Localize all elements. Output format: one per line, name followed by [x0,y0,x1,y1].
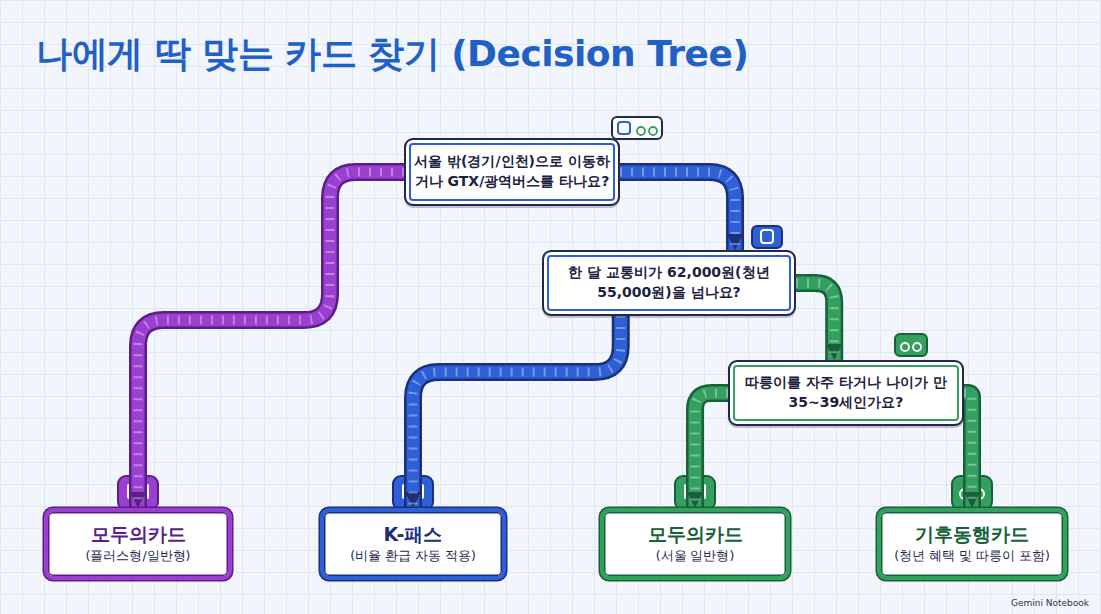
result-card-box: 모두의카드(서울 일반형) [600,508,790,580]
question-text: 서울 밖(경기/인천)으로 이동하거나 GTX/광역버스를 타나요? [414,152,610,191]
track-ties [413,316,621,508]
train-icon [618,122,630,134]
track-connector [796,283,834,360]
track-connector [413,316,621,508]
decision-box: 따릉이를 자주 타거나 나이가 만 35~39세인가요? [728,360,964,426]
track-bed [620,172,735,250]
card-note: (플러스형/일반형) [86,548,191,565]
card-note: (서울 일반형) [656,548,735,565]
result-card-box: 모두의카드(플러스형/일반형) [44,508,232,580]
track-connector [964,393,972,508]
train-icon [761,230,773,243]
diagram-title: 나에게 딱 맞는 카드 찾기 (Decision Tree) [36,30,748,79]
track-ties [964,393,972,508]
icon-tab [612,117,662,139]
track-ties [620,172,735,250]
track-connector [138,172,404,508]
bike-icon [913,343,921,351]
card-note: (청년 혜택 및 따릉이 포함) [894,548,1050,565]
track-connector [695,393,728,508]
card-name: 모두의카드 [91,523,186,547]
track-bed [796,283,834,360]
card-name: K-패스 [384,523,443,547]
decision-box: 한 달 교통비가 62,000원(청년 55,000원)을 넘나요? [542,250,796,316]
bike-icon [901,343,909,351]
tab-shape [612,117,662,139]
decision-box: 서울 밖(경기/인천)으로 이동하거나 GTX/광역버스를 타나요? [404,138,620,206]
icon-tab [895,334,927,356]
question-text: 따릉이를 자주 타거나 나이가 만 35~39세인가요? [738,373,954,412]
question-text: 한 달 교통비가 62,000원(청년 55,000원)을 넘나요? [552,263,786,302]
track-bed [138,172,404,508]
icon-tab [752,226,782,248]
result-card-box: K-패스(비율 환급 자동 적용) [320,508,506,580]
card-name: 기후동행카드 [915,523,1029,547]
bike-icon [637,127,645,135]
watermark: Gemini Notebook [1011,598,1089,608]
track-bed [413,316,621,508]
result-card-box: 기후동행카드(청년 혜택 및 따릉이 포함) [877,508,1067,580]
track-ties [138,172,404,508]
bike-icon [649,127,657,135]
track-ties [796,283,834,360]
tab-shape [895,334,927,356]
track-bed [964,393,972,508]
track-connector [620,172,735,250]
track-bed [695,393,728,508]
card-name: 모두의카드 [648,523,743,547]
card-note: (비율 환급 자동 적용) [350,548,476,565]
tab-shape [752,226,782,248]
track-ties [695,393,728,508]
